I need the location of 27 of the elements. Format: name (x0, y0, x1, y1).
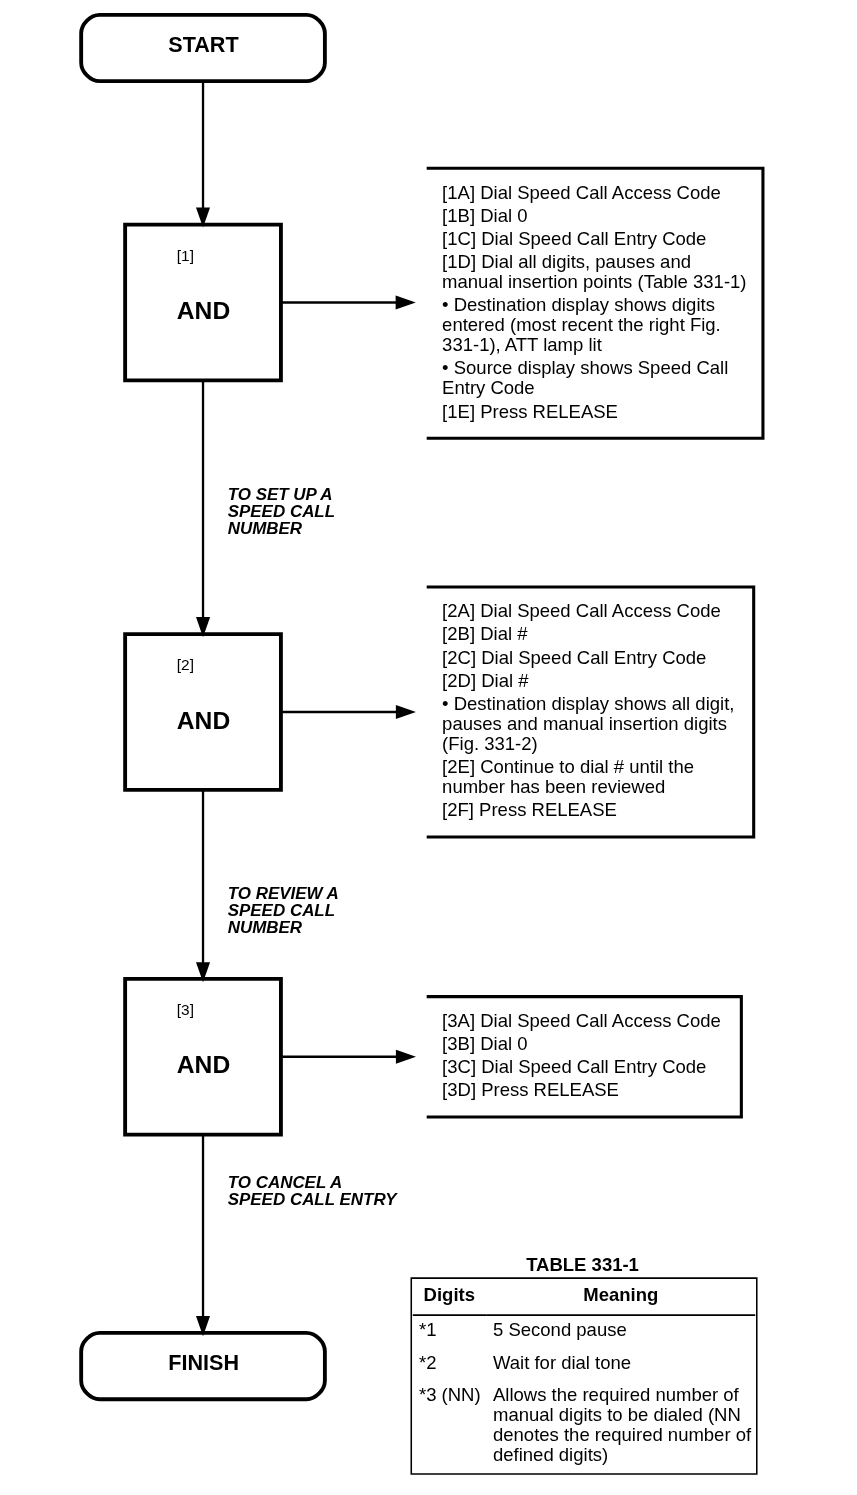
node-box: [3] AND (122, 976, 283, 1137)
arrow (281, 705, 416, 720)
label: Digits (423, 1283, 475, 1305)
edge-label: TO CANCEL A SPEED CALL ENTRY (227, 1173, 397, 1210)
label: *3 (NN) (418, 1383, 481, 1405)
edge-label: TO SET UP A SPEED CALL NUMBER (227, 484, 335, 538)
label: Allows the required number of manual digits to be dialed (NN denotes the required number of defined digits) (492, 1383, 751, 1466)
label: *2 (418, 1351, 436, 1373)
arrow (195, 81, 210, 228)
arrow (195, 790, 210, 983)
node-text: [2A] Dial Speed Call Access Code [2B] Dial # [2C] Dial Speed Call Entry Code [2D] Dial # • Destination display shows all digit, pauses and manual insertion digits (Fig. 331-2) [2E] Continue to dial # until the number has been reviewed [2F] Press RELEASE (441, 600, 734, 821)
label: 5 Second pause (492, 1319, 627, 1341)
node-box: [1] AND (122, 222, 283, 383)
label: Wait for dial tone (492, 1351, 631, 1373)
node-box: FINISH (78, 1330, 327, 1402)
arrow (280, 295, 416, 310)
arrow (195, 1134, 210, 1337)
node-text: [3A] Dial Speed Call Access Code [3B] Dial 0 [3C] Dial Speed Call Entry Code [3D] Press RELEASE (441, 1009, 721, 1101)
label: *1 (418, 1319, 436, 1341)
label: TABLE 331-1 (525, 1254, 639, 1276)
node-box: START (78, 12, 327, 84)
node-text: [1A] Dial Speed Call Access Code [1B] Dial 0 [1C] Dial Speed Call Entry Code [1D] Dial all digits, pauses and manual insertion points (Table 331-1) • Destination display shows digits entered (most recent the right Fig. 331-1), ATT lamp lit • Source display shows Speed Call Entry Code [1E] Press RELEASE (441, 181, 747, 422)
arrow (280, 1049, 416, 1064)
node-box: [2] AND (122, 632, 283, 792)
edge-label: TO REVIEW A SPEED CALL NUMBER (227, 884, 339, 938)
label: Meaning (582, 1283, 658, 1305)
arrow (195, 380, 210, 638)
